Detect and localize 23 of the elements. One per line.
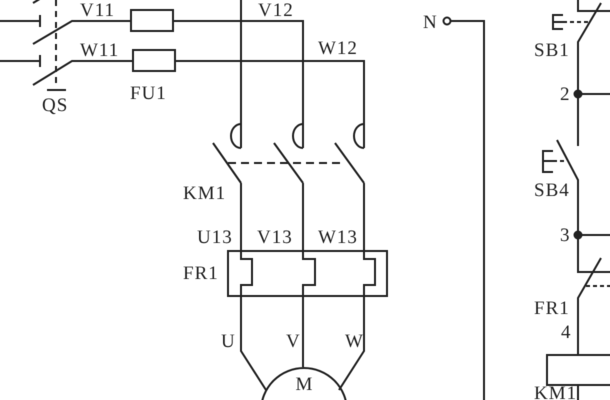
terminal-label: FR1: [534, 299, 570, 318]
terminal-label: QS: [42, 96, 68, 115]
terminal-label: U: [221, 332, 236, 351]
terminal-label: U13: [197, 228, 233, 247]
motor-label: M: [294, 376, 314, 394]
terminal-label: V13: [257, 228, 293, 247]
terminal-label: W11: [80, 41, 120, 60]
terminal-label: 4: [561, 323, 572, 342]
terminal-label: V: [286, 332, 301, 351]
terminal-label: 2: [560, 85, 570, 104]
terminal-label: W12: [318, 39, 358, 58]
terminal-label: 3: [560, 226, 570, 245]
terminal-label: W13: [318, 228, 358, 247]
terminal-label: V12: [258, 1, 294, 20]
terminal-label: SB1: [534, 41, 570, 60]
terminal-label: V11: [80, 1, 116, 20]
terminal-label: SB4: [534, 181, 570, 200]
terminal-label: N: [423, 13, 438, 32]
terminal-label: KM1: [183, 184, 226, 203]
terminal-label: W: [345, 332, 364, 351]
terminal-label: FR1: [183, 264, 219, 283]
terminal-label: KM1: [534, 384, 578, 400]
terminal-label: FU1: [130, 84, 167, 103]
